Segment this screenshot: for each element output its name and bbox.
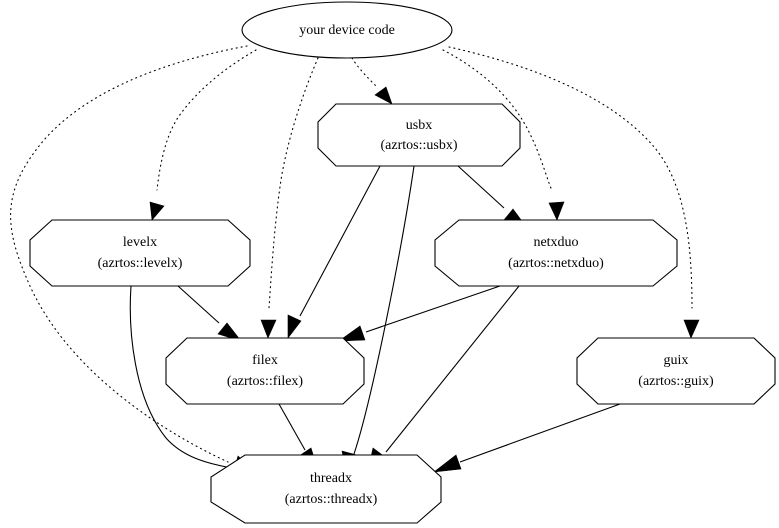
node-label-guix-line1: guix [664, 353, 689, 368]
edge-path [365, 285, 501, 333]
edge-path [278, 403, 306, 451]
edge-path [177, 285, 220, 324]
node-guix[interactable]: guix (azrtos::guix) [576, 337, 776, 405]
node-threadx[interactable]: threadx (azrtos::threadx) [210, 454, 442, 524]
arrow-head-icon [683, 319, 700, 339]
node-device[interactable]: your device code [241, 1, 453, 59]
edge-device-to-levelx [149, 49, 257, 221]
edge-usbx-to-netxduo [457, 165, 528, 229]
edge-netxduo-to-threadx [367, 285, 520, 471]
node-shape-octagon [210, 454, 442, 524]
node-shape-octagon [165, 337, 365, 405]
edge-path [156, 49, 257, 191]
node-label-usbx-line1: usbx [406, 118, 432, 133]
node-label-levelx-line2: (azrtos::levelx) [98, 256, 183, 271]
node-label-netxduo-line1: netxduo [533, 235, 578, 250]
arrow-head-icon [374, 86, 393, 105]
edge-netxduo-to-filex [338, 285, 501, 342]
edge-path [442, 49, 553, 191]
node-shape-octagon [29, 219, 251, 287]
node-filex[interactable]: filex (azrtos::filex) [165, 337, 365, 405]
edge-device-to-netxduo [442, 49, 565, 221]
node-shape-octagon [317, 103, 521, 167]
edge-device-to-filex [260, 57, 319, 339]
node-label-filex-line2: (azrtos::filex) [227, 374, 304, 389]
edge-path [448, 46, 693, 309]
edge-path [268, 57, 319, 309]
node-label-usbx-line2: (azrtos::usbx) [381, 138, 458, 153]
arrow-head-icon [338, 325, 366, 342]
node-shape-octagon [576, 337, 776, 405]
edge-path [459, 403, 621, 463]
arrow-head-icon [287, 314, 302, 339]
edge-path [457, 165, 505, 209]
edge-path [385, 285, 520, 453]
node-levelx[interactable]: levelx (azrtos::levelx) [29, 219, 251, 287]
edge-usbx-to-threadx [341, 165, 415, 471]
node-label-guix-line2: (azrtos::guix) [638, 374, 714, 389]
node-usbx[interactable]: usbx (azrtos::usbx) [317, 103, 521, 167]
arrow-head-icon [260, 319, 277, 339]
arrow-head-icon [548, 201, 565, 221]
edge-path [299, 165, 381, 317]
edge-guix-to-threadx [432, 403, 621, 473]
node-label-netxduo-line2: (azrtos::netxduo) [508, 256, 604, 271]
node-layer: your device code usbx (azrtos::usbx) lev… [29, 1, 776, 524]
node-label-threadx-line2: (azrtos::threadx) [285, 492, 378, 507]
node-shape-ellipse [241, 1, 453, 59]
node-netxduo[interactable]: netxduo (azrtos::netxduo) [434, 219, 678, 287]
edge-device-to-guix [448, 46, 700, 339]
arrow-head-icon [432, 454, 462, 473]
arrow-head-icon [149, 201, 165, 221]
node-shape-octagon [434, 219, 678, 287]
edge-device-to-usbx [351, 57, 393, 105]
node-label-device-line1: your device code [299, 23, 395, 38]
edge-path [353, 165, 415, 455]
node-label-threadx-line1: threadx [310, 471, 352, 486]
node-label-filex-line1: filex [252, 353, 278, 368]
edge-path [351, 57, 377, 87]
edge-path [129, 285, 233, 469]
edge-usbx-to-filex [287, 165, 381, 339]
edge-levelx-to-filex [177, 285, 242, 342]
node-label-levelx-line1: levelx [123, 235, 157, 250]
